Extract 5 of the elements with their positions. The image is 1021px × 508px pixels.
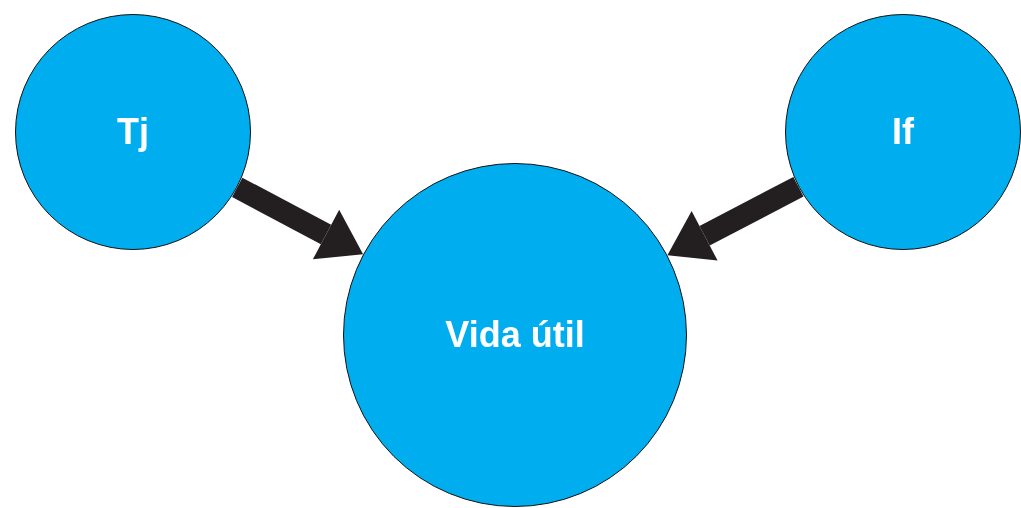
- node-label: Vida útil: [445, 314, 585, 356]
- node-label: If: [892, 111, 914, 153]
- node-label: Tj: [117, 111, 149, 153]
- arrow: [232, 177, 364, 260]
- arrow: [667, 176, 804, 261]
